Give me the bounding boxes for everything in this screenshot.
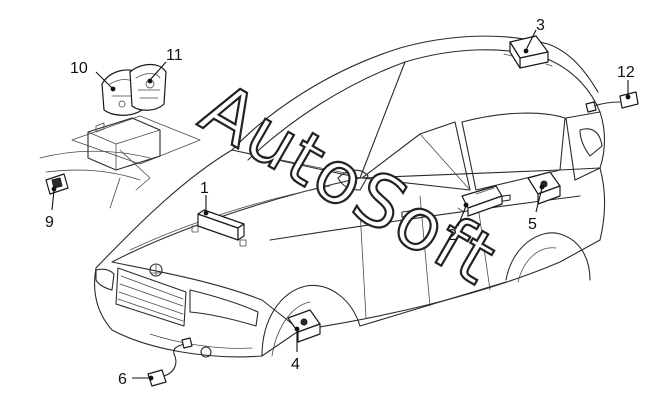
callout-label-12: 12: [617, 64, 635, 81]
watermark-text: AutoSoft: [188, 66, 512, 301]
part-4-sensor: [287, 309, 321, 343]
callout-3: 3: [523, 17, 545, 54]
callout-5: 5: [528, 184, 545, 233]
callout-2: 2: [448, 202, 469, 244]
callout-4: 4: [291, 326, 300, 373]
callout-9: 9: [45, 186, 57, 231]
part-11-module: [129, 63, 167, 111]
callout-12: 12: [617, 64, 635, 100]
callout-label-10: 10: [70, 60, 88, 77]
part-12-sensor: [585, 91, 639, 113]
callout-label-6: 6: [118, 371, 127, 388]
part-1-sensor: [191, 209, 247, 247]
part-5-sensor: [527, 171, 561, 205]
callout-label-1: 1: [200, 180, 209, 197]
callout-label-3: 3: [536, 17, 545, 34]
callout-label-4: 4: [291, 356, 300, 373]
callout-label-11: 11: [166, 47, 183, 64]
callout-label-2: 2: [448, 227, 457, 244]
callout-6: 6: [118, 371, 154, 388]
part-3-sensor: [503, 35, 553, 69]
callout-11: 11: [147, 47, 183, 84]
watermark: AutoSoft: [186, 65, 512, 303]
callout-label-5: 5: [528, 216, 537, 233]
callout-1: 1: [200, 180, 209, 216]
car-body: [94, 35, 606, 358]
engine-bay: [39, 115, 201, 209]
part-9-sensor: [45, 173, 69, 195]
callout-10: 10: [70, 60, 116, 92]
part-6-sensor: [147, 337, 193, 387]
callout-label-9: 9: [45, 214, 54, 231]
